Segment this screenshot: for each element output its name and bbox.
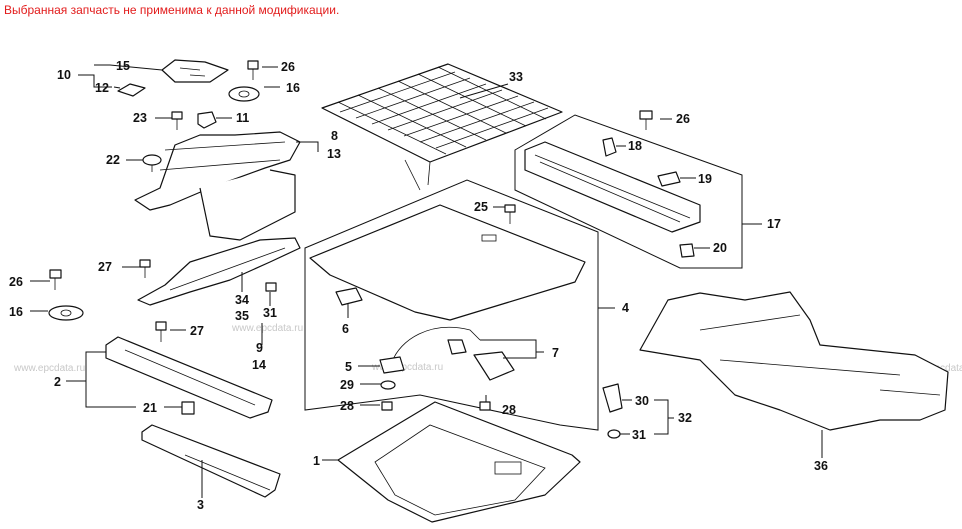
leader-lines	[30, 64, 823, 498]
callout-35[interactable]: 35	[235, 309, 249, 323]
callout-3[interactable]: 3	[197, 498, 204, 512]
part-26-bolt-left[interactable]	[49, 269, 62, 290]
part-23-bolt[interactable]	[171, 111, 183, 130]
group-4-outline	[304, 179, 599, 431]
part-4-floor-board[interactable]	[309, 204, 586, 321]
callout-10[interactable]: 10	[57, 68, 71, 82]
part-28-clip-left[interactable]	[381, 401, 393, 411]
part-6-handle[interactable]	[335, 287, 363, 306]
callout-26[interactable]: 26	[281, 60, 295, 74]
watermark: www.epcdata.ru	[231, 323, 303, 334]
callout-30[interactable]: 30	[635, 394, 649, 408]
watermark: www.epcdata.ru	[371, 362, 443, 373]
watermark: www.epcdata.ru	[13, 363, 85, 374]
part-36-floor-pan[interactable]	[639, 291, 949, 431]
callout-4[interactable]: 4	[622, 301, 629, 315]
callout-23[interactable]: 23	[133, 111, 147, 125]
part-27-bolt-b[interactable]	[155, 321, 167, 342]
part-20-clip[interactable]	[679, 243, 695, 258]
callout-27[interactable]: 27	[98, 260, 112, 274]
part-11-clip[interactable]	[197, 111, 217, 129]
part-26-bolt-right[interactable]	[639, 110, 653, 130]
callout-22[interactable]: 22	[106, 153, 120, 167]
part-16-grommet-left[interactable]	[48, 305, 84, 321]
part-25-bolt[interactable]	[504, 204, 516, 224]
callout-26[interactable]: 26	[676, 112, 690, 126]
callout-32[interactable]: 32	[678, 411, 692, 425]
part-29-washer[interactable]	[380, 380, 396, 390]
callout-15[interactable]: 15	[116, 59, 130, 73]
callout-11[interactable]: 11	[236, 111, 249, 125]
part-16-grommet-top[interactable]	[228, 86, 260, 102]
part-3-trim-strip[interactable]	[141, 424, 281, 498]
part-15-cover[interactable]	[161, 59, 229, 83]
part-28-clip-right[interactable]	[479, 401, 491, 411]
part-18-clip[interactable]	[602, 137, 617, 157]
callout-28[interactable]: 28	[502, 403, 516, 417]
callout-9[interactable]: 9	[256, 341, 263, 355]
part-19-clip[interactable]	[657, 171, 681, 187]
callout-13[interactable]: 13	[327, 147, 341, 161]
callout-17[interactable]: 17	[767, 217, 781, 231]
part-12-pad[interactable]	[117, 83, 146, 97]
part-30-bolt[interactable]	[602, 383, 623, 413]
callout-28[interactable]: 28	[340, 399, 354, 413]
part-21-clip[interactable]	[181, 401, 195, 415]
part-8-bracket[interactable]	[134, 131, 301, 241]
callout-25[interactable]: 25	[474, 200, 488, 214]
callout-16[interactable]: 16	[286, 81, 300, 95]
callout-19[interactable]: 19	[698, 172, 712, 186]
callout-27[interactable]: 27	[190, 324, 204, 338]
callout-14[interactable]: 14	[252, 358, 266, 372]
part-9-bracket[interactable]	[137, 237, 301, 306]
callout-8[interactable]: 8	[331, 129, 338, 143]
part-27-bolt-a[interactable]	[139, 259, 151, 278]
part-22-button[interactable]	[142, 154, 162, 172]
part-33-cargo-net[interactable]	[321, 63, 563, 191]
callout-21[interactable]: 21	[143, 401, 157, 415]
callout-6[interactable]: 6	[342, 322, 349, 336]
part-31-clip-bottom[interactable]	[607, 429, 621, 439]
callout-16[interactable]: 16	[9, 305, 23, 319]
callout-1[interactable]: 1	[313, 454, 320, 468]
part-7-strap[interactable]	[391, 326, 515, 381]
callout-29[interactable]: 29	[340, 378, 354, 392]
part-17-trim-panel[interactable]	[524, 141, 701, 233]
callout-34[interactable]: 34	[235, 293, 249, 307]
callout-2[interactable]: 2	[54, 375, 61, 389]
part-2-sill-plate[interactable]	[105, 336, 273, 419]
callout-31[interactable]: 31	[632, 428, 646, 442]
callout-20[interactable]: 20	[713, 241, 727, 255]
part-26-bolt-top[interactable]	[247, 60, 259, 80]
callout-5[interactable]: 5	[345, 360, 352, 374]
callout-31[interactable]: 31	[263, 306, 277, 320]
callout-36[interactable]: 36	[814, 459, 828, 473]
group-17-outline	[514, 114, 743, 269]
callout-7[interactable]: 7	[552, 346, 559, 360]
not-applicable-notice: Выбранная запчасть не применима к данной…	[4, 3, 340, 17]
part-1-tray[interactable]	[337, 401, 581, 523]
callout-12[interactable]: 12	[95, 81, 109, 95]
part-31-clip-top[interactable]	[265, 282, 277, 292]
callout-33[interactable]: 33	[509, 70, 523, 84]
part-5-latch[interactable]	[379, 356, 405, 374]
callout-26[interactable]: 26	[9, 275, 23, 289]
callout-18[interactable]: 18	[628, 139, 642, 153]
